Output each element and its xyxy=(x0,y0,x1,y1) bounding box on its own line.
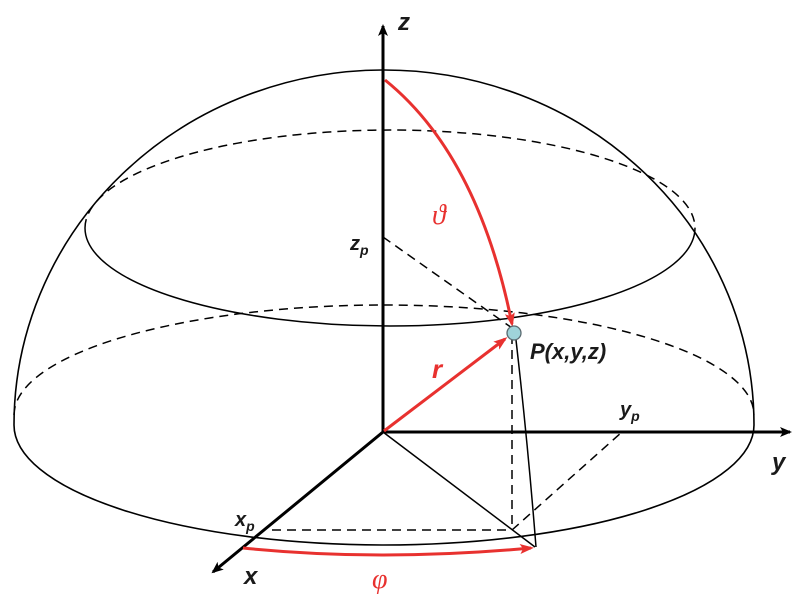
xp-label-sub: p xyxy=(245,518,255,534)
zp-label-main: z xyxy=(349,233,360,255)
latitude-circle-back xyxy=(84,129,696,229)
y-axis-label: y xyxy=(771,449,787,476)
x-axis-label: x xyxy=(242,563,259,590)
yp-label-main: y xyxy=(619,399,632,421)
hemisphere-outline xyxy=(13,69,755,546)
base-construction-lines xyxy=(382,339,537,548)
zp-label-sub: p xyxy=(359,242,369,258)
x-axis xyxy=(211,430,384,574)
radius-label: r xyxy=(432,354,444,384)
point-p-label: P(x,y,z) xyxy=(530,339,606,364)
phi-arc-arrow xyxy=(242,544,534,557)
z-axis-label: z xyxy=(397,9,410,36)
latitude-circle-front xyxy=(84,227,696,327)
theta-arc-arrow xyxy=(384,78,515,327)
point-p-marker xyxy=(506,325,522,341)
xp-label: xp xyxy=(234,509,255,534)
radius-vector-arrow xyxy=(383,337,508,433)
yp-label: yp xyxy=(619,399,640,424)
phi-label: φ xyxy=(372,564,388,595)
theta-label: ϑ xyxy=(432,200,447,231)
xp-label-main: x xyxy=(234,509,247,531)
zp-label: zp xyxy=(349,233,369,258)
yp-label-sub: p xyxy=(630,408,640,424)
